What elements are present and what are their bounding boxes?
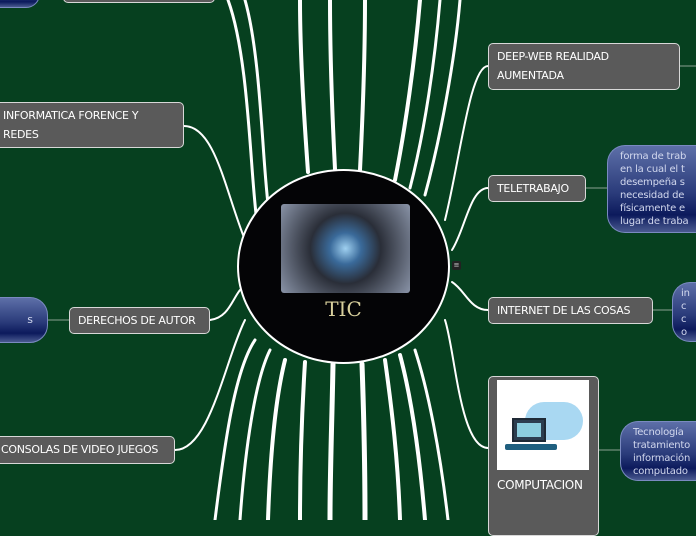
topic-informatica-forence[interactable]: INFORMATICA FORENCE Y REDES [0, 102, 184, 148]
central-topic-title: TIC [325, 297, 362, 321]
note-line: c [681, 314, 687, 325]
topic-label: INTERNET DE LAS COSAS [497, 304, 631, 317]
computacion-image [497, 380, 589, 470]
note-line: información [633, 453, 691, 464]
topic-computacion[interactable]: COMPUTACION [488, 376, 599, 536]
topic-label: DERECHOS DE AUTOR [78, 314, 196, 327]
note-line: computado [633, 466, 688, 477]
topic-derechos-de-autor[interactable]: DERECHOS DE AUTOR [69, 307, 210, 334]
note-line: c [681, 301, 687, 312]
menu-icon[interactable]: ≡ [452, 261, 461, 270]
topic-label: CONSOLAS DE VIDEO JUEGOS [1, 443, 159, 456]
note-computacion[interactable]: Tecnología tratamiento información compu… [620, 421, 696, 481]
topic-label: COMPUTACION [497, 478, 583, 492]
note-line: forma de trab [620, 151, 687, 162]
note-line: desempeña s [620, 177, 685, 188]
note-line: físicamente e [620, 203, 685, 214]
note-line: Tecnología [633, 427, 684, 438]
laptop-base [505, 444, 557, 450]
note-line: tratamiento [633, 440, 691, 451]
topic-teletrabajo[interactable]: TELETRABAJO [488, 175, 586, 202]
note-line: o [681, 327, 687, 338]
note-derechos-de-autor[interactable]: s [0, 297, 48, 343]
top-left-topic-fragment[interactable] [63, 0, 215, 3]
topic-label: DEEP-WEB REALIDAD AUMENTADA [497, 50, 609, 82]
note-internet-de-las-cosas[interactable]: in c c o [672, 282, 696, 342]
note-line: in [681, 288, 690, 299]
laptop-icon [512, 418, 546, 442]
note-teletrabajo[interactable]: forma de trab en la cual el t desempeña … [607, 145, 696, 233]
central-topic-image [281, 204, 410, 293]
connector-lines [48, 0, 696, 520]
topic-label: TELETRABAJO [497, 182, 569, 195]
central-topic-tic[interactable]: TIC [237, 169, 450, 364]
note-text: s [27, 313, 33, 326]
topic-consolas[interactable]: CONSOLAS DE VIDEO JUEGOS [0, 436, 175, 464]
topic-deep-web[interactable]: DEEP-WEB REALIDAD AUMENTADA [488, 43, 680, 90]
note-line: necesidad de [620, 190, 685, 201]
topic-label: INFORMATICA FORENCE Y REDES [3, 109, 139, 141]
topic-internet-de-las-cosas[interactable]: INTERNET DE LAS COSAS [488, 297, 653, 324]
note-line: en la cual el t [620, 164, 685, 175]
note-line: lugar de traba [620, 216, 689, 227]
